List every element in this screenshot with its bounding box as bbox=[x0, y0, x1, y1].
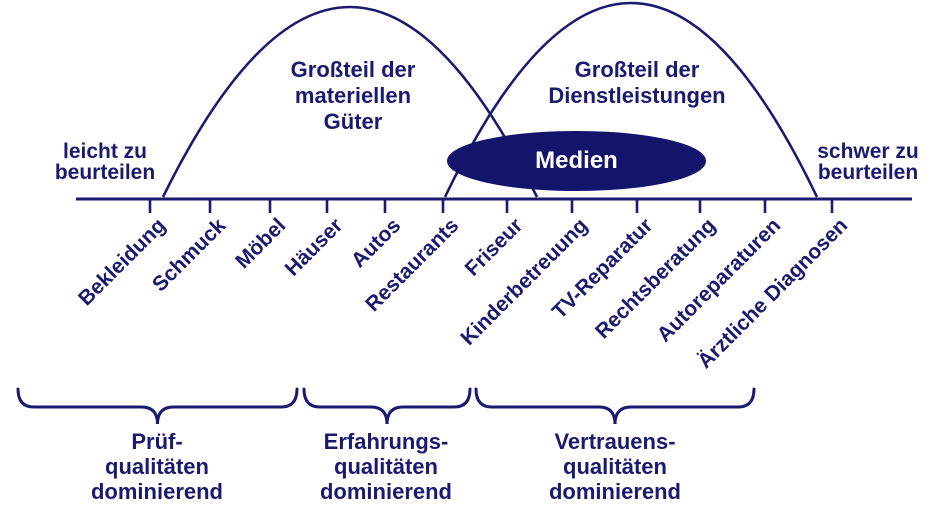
brace-vertrauensqualitaeten bbox=[474, 387, 756, 425]
left-edge-line2: beurteilen bbox=[54, 161, 156, 184]
medien-label: Medien bbox=[535, 147, 618, 174]
medien-ellipse bbox=[447, 131, 706, 191]
left-curve-line3: Güter bbox=[323, 109, 383, 134]
group3-line1: Vertrauens- bbox=[554, 429, 676, 454]
right-edge-label: schwer zu beurteilen bbox=[798, 141, 938, 183]
group3-line2: qualitäten bbox=[563, 454, 667, 479]
group3-line3: dominierend bbox=[548, 479, 681, 504]
right-edge-line2: beurteilen bbox=[817, 161, 919, 184]
left-curve-line1: Großteil der bbox=[290, 57, 416, 82]
group1-line3: dominierend bbox=[90, 479, 223, 504]
brace-erfahrungsqualitaeten bbox=[302, 387, 472, 425]
group2-line2: qualitäten bbox=[334, 454, 438, 479]
left-curve-label: Großteil der materiellen Güter bbox=[223, 57, 483, 135]
braces bbox=[16, 387, 756, 425]
tick-marks bbox=[148, 199, 834, 213]
right-edge-line1: schwer zu bbox=[817, 140, 919, 163]
right-curve-line2: Dienstleistungen bbox=[548, 83, 726, 108]
left-edge-label: leicht zu beurteilen bbox=[25, 141, 185, 183]
right-bell-curve bbox=[443, 1, 819, 198]
group2-line1: Erfahrungs- bbox=[323, 429, 449, 454]
left-bell-curve bbox=[161, 5, 539, 198]
group-label-erfahrungsqualitaeten: Erfahrungs- qualitäten dominierend bbox=[276, 429, 496, 504]
brace-pruefqualitaeten bbox=[16, 387, 299, 425]
group-label-pruefqualitaeten: Prüf- qualitäten dominierend bbox=[47, 429, 267, 504]
group2-line3: dominierend bbox=[319, 479, 452, 504]
left-edge-line1: leicht zu bbox=[62, 140, 147, 163]
right-curve-line1: Großteil der bbox=[574, 57, 700, 82]
group1-line1: Prüf- bbox=[131, 429, 183, 454]
right-curve-label: Großteil der Dienstleistungen bbox=[497, 57, 777, 109]
group-label-vertrauensqualitaeten: Vertrauens- qualitäten dominierend bbox=[505, 429, 725, 504]
group1-line2: qualitäten bbox=[105, 454, 209, 479]
left-curve-line2: materiellen bbox=[294, 83, 412, 108]
